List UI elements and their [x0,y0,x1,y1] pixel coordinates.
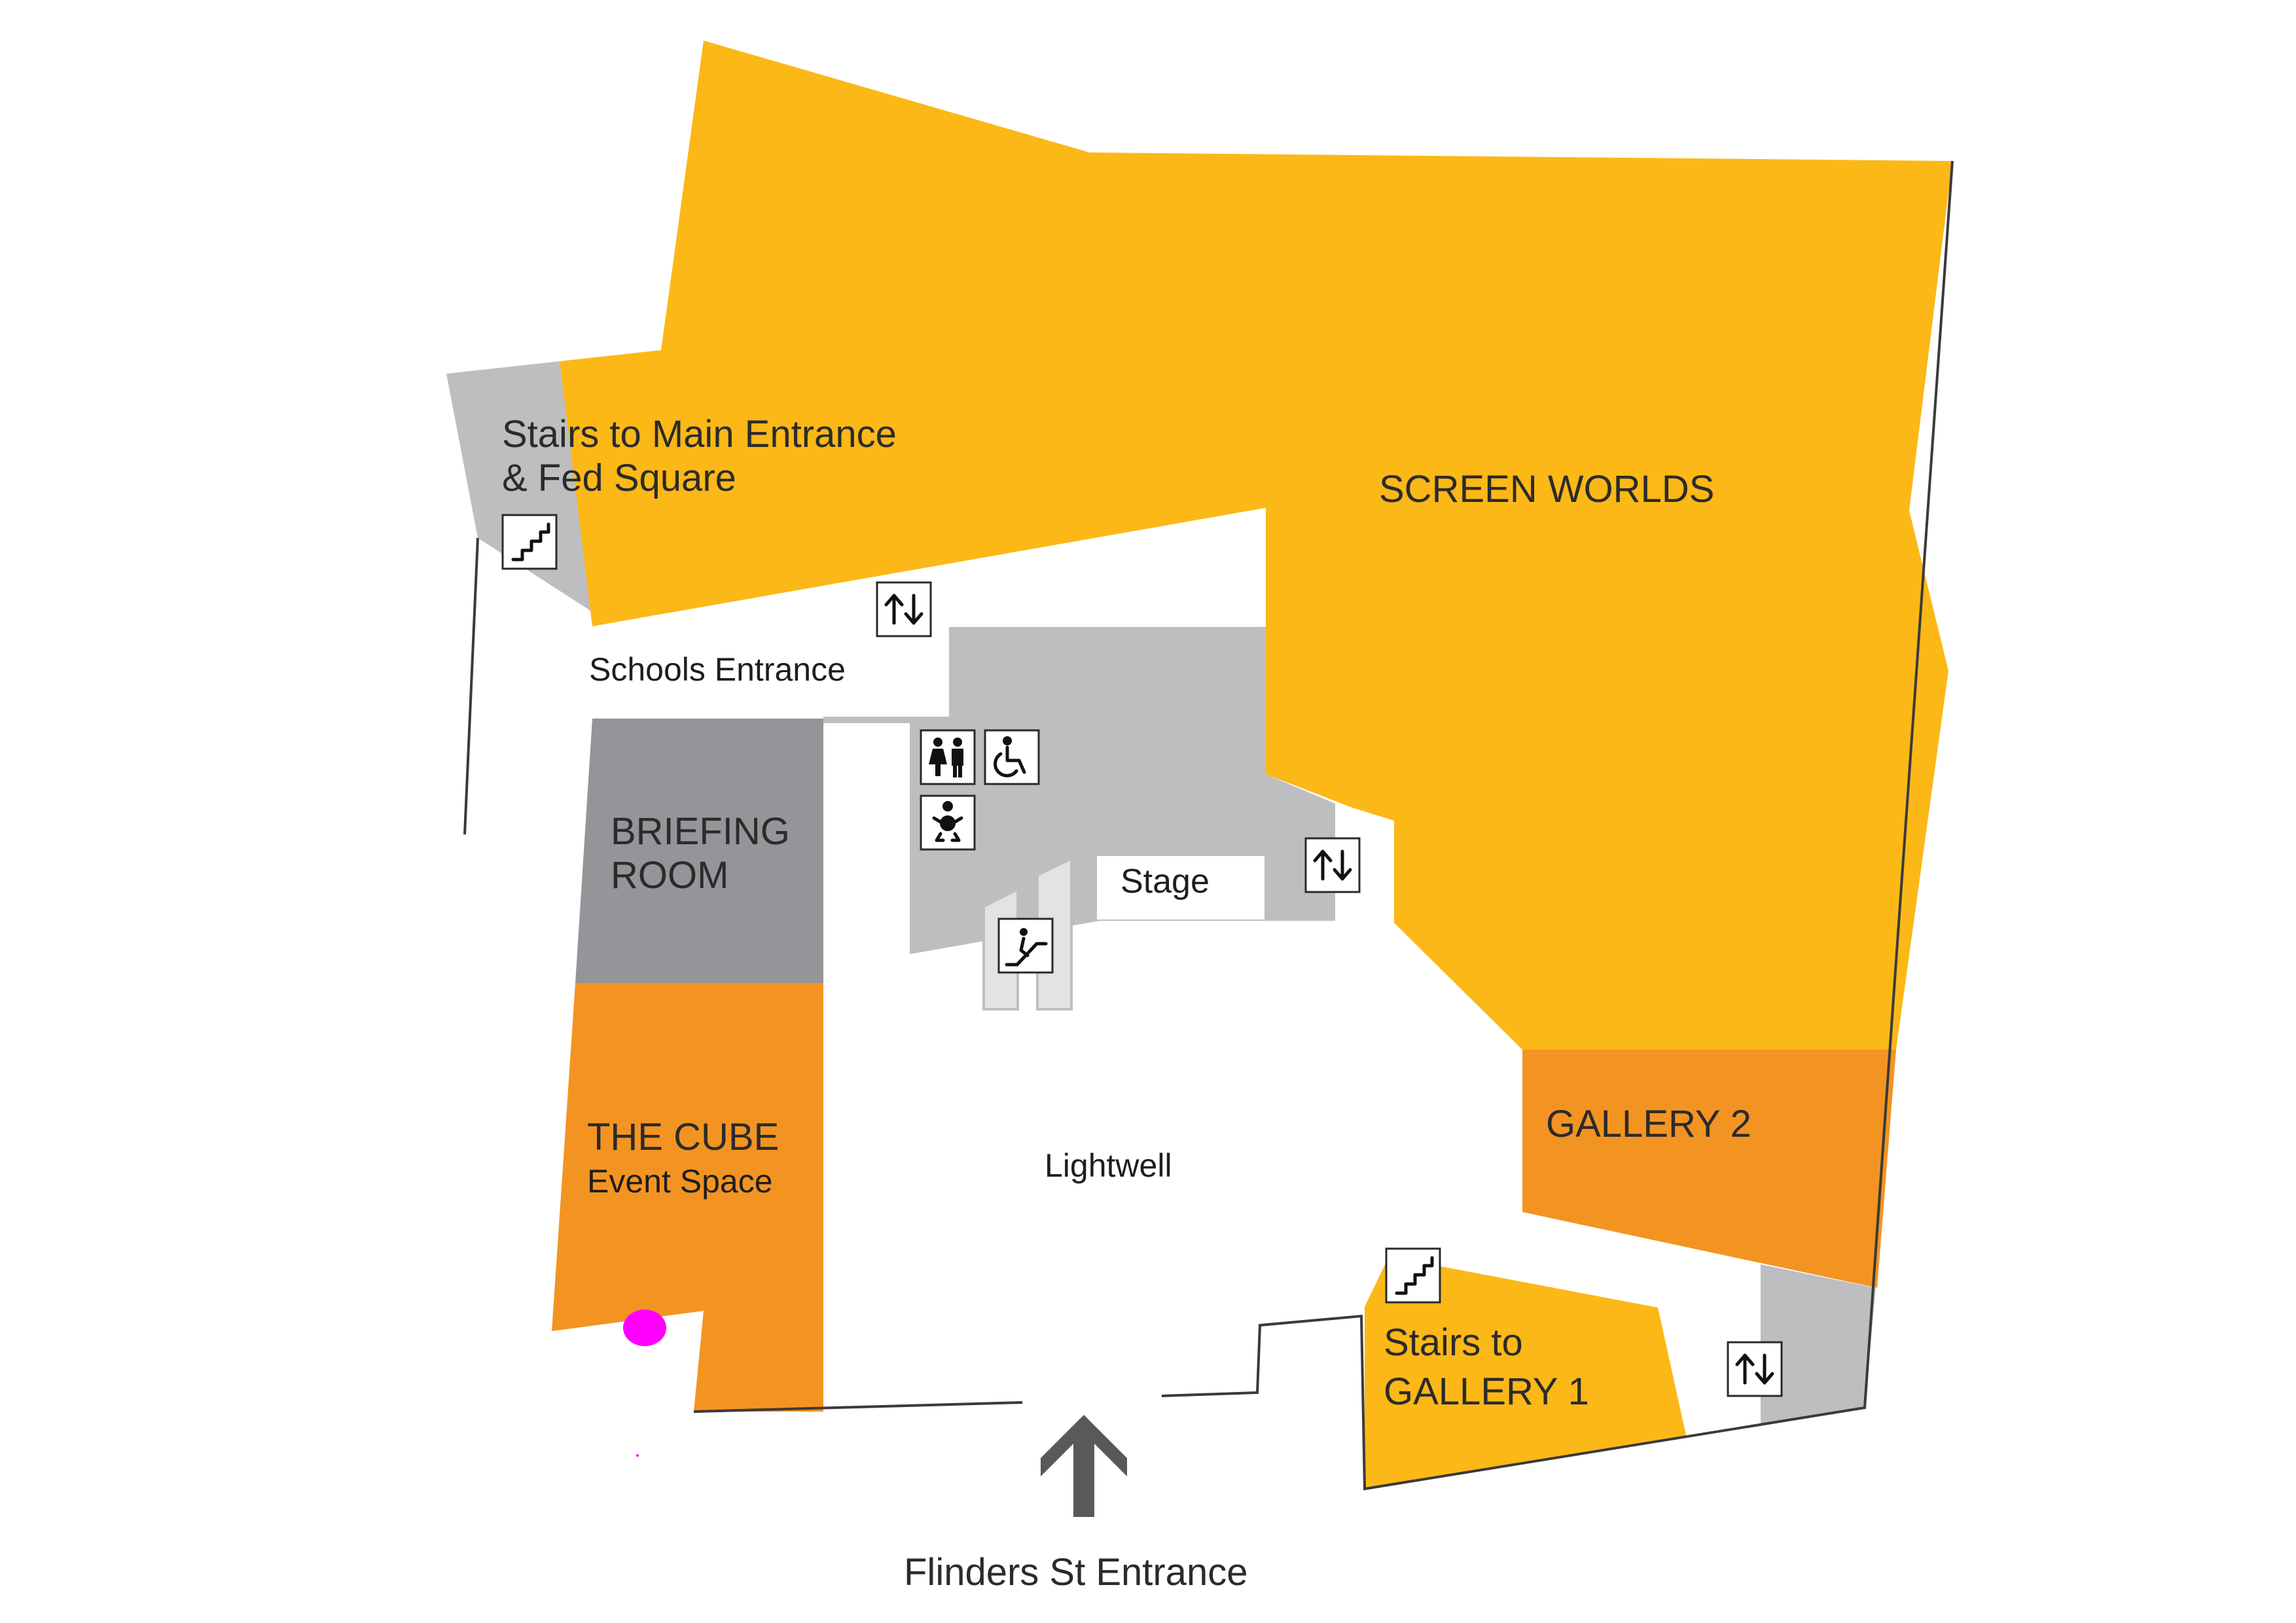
marker-dot [636,1454,639,1457]
baby-change-icon[interactable] [920,794,976,851]
lift-icon[interactable] [876,581,932,637]
screen-worlds-area[interactable] [560,41,1952,1050]
screen-worlds-label: SCREEN WORLDS [1379,468,1714,510]
gallery-2-area[interactable] [1522,1050,1896,1288]
the-cube-label-2: Event Space [587,1163,773,1200]
briefing-room-area[interactable] [575,719,823,983]
flinders-entrance-label: Flinders St Entrance [904,1551,1247,1594]
stairs-gallery-1-area[interactable] [1365,1257,1687,1489]
location-marker[interactable] [623,1310,666,1346]
briefing-room-label-1: BRIEFING [611,810,790,853]
stairs-main-label-1: Stairs to Main Entrance [502,413,897,455]
stairs-main-label-2: & Fed Square [502,457,736,499]
lift-area-right [1761,1264,1876,1424]
the-cube-area[interactable] [552,983,823,1412]
west-wall [463,537,479,835]
escalator-icon[interactable] [997,918,1054,974]
south-wall-mid [1161,160,1954,1491]
lift-icon[interactable] [1727,1341,1783,1397]
gallery-2-label: GALLERY 2 [1546,1103,1751,1145]
stairs-gallery-1-label-2: GALLERY 1 [1384,1370,1589,1413]
stairs-icon[interactable] [501,514,558,570]
briefing-room-label-2: ROOM [611,854,728,897]
stage-label: Stage [1121,863,1210,901]
stairs-gallery-1-label-1: Stairs to [1384,1321,1523,1364]
south-wall-left [693,1401,1023,1413]
lightwell-label: Lightwell [1045,1147,1172,1184]
lift-icon[interactable] [1304,837,1361,893]
schools-entrance-label: Schools Entrance [589,651,846,688]
entrance-arrow-icon[interactable] [1041,1415,1127,1517]
the-cube-label-1: THE CUBE [587,1116,779,1158]
accessible-icon[interactable] [984,729,1040,785]
stage-area[interactable] [1097,856,1265,919]
stairs-icon[interactable] [1385,1247,1441,1304]
toilets-icon[interactable] [920,729,976,785]
